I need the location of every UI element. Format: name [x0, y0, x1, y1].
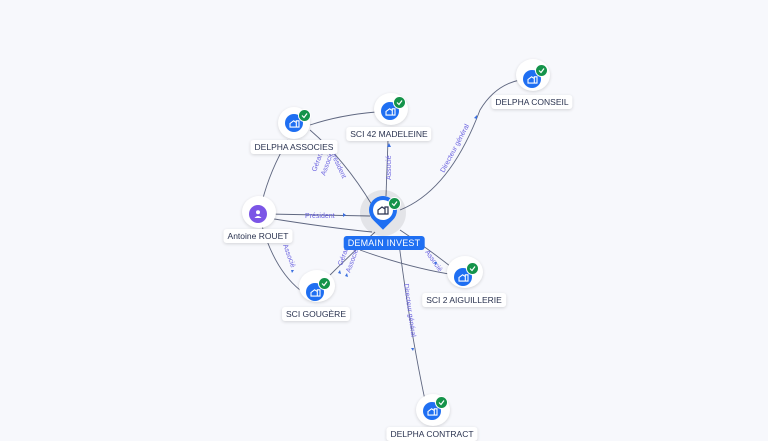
arrow-icon	[474, 115, 477, 119]
verified-check-icon	[393, 96, 406, 109]
person-avatar-icon	[249, 205, 267, 223]
arrow-icon	[338, 270, 341, 274]
verified-check-icon	[388, 197, 401, 210]
node-label: SCI GOUGÈRE	[282, 307, 350, 321]
edge-antoine-demain-2	[267, 217, 373, 233]
relationship-graph: Président Président Gérant Associé Assoc…	[261, 79, 521, 401]
arrow-icon	[387, 143, 391, 147]
edge-madeleine-associes	[309, 111, 377, 126]
verified-check-icon	[535, 64, 548, 77]
node-label: DELPHA CONSEIL	[491, 95, 573, 109]
arrow-icon	[345, 273, 348, 277]
edge-delpha-associes-demain	[309, 129, 373, 206]
edge-label: Président	[305, 213, 335, 220]
edge-label: Directeur général	[402, 283, 416, 338]
edge-label: Associé	[386, 155, 393, 180]
verified-check-icon	[466, 262, 479, 275]
verified-check-icon	[435, 396, 448, 409]
edge-antoine-demain	[267, 213, 371, 217]
node-label: SCI 42 MADELEINE	[346, 127, 432, 141]
edge-label: Associé	[281, 243, 296, 269]
arrow-icon	[411, 348, 414, 351]
node-label: Antoine ROUET	[223, 229, 293, 243]
edge-demain-aiguillerie-2	[359, 249, 456, 276]
node-label: DELPHA CONTRACT	[386, 427, 478, 441]
arrow-icon	[291, 270, 294, 273]
node-label: DELPHA ASSOCIES	[250, 140, 338, 154]
arrow-icon	[343, 213, 346, 217]
edge-demain-conseil	[399, 79, 521, 211]
edge-madeleine-demain	[385, 139, 389, 197]
edge-label: Directeur général	[440, 123, 472, 174]
arrow-icon	[434, 262, 437, 265]
verified-check-icon	[318, 277, 331, 290]
verified-check-icon	[298, 109, 311, 122]
node-label: SCI 2 AIGUILLERIE	[422, 293, 506, 307]
node-label: DEMAIN INVEST	[343, 236, 425, 250]
edge-demain-contract	[397, 235, 426, 401]
